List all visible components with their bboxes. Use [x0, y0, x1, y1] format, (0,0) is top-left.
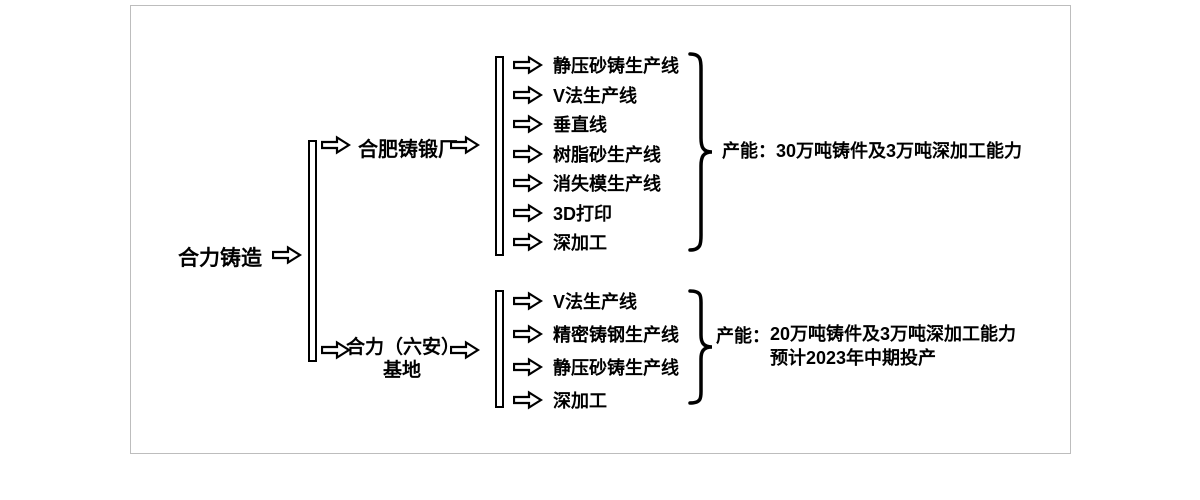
block-arrow-icon: [513, 144, 543, 164]
block-arrow-icon: [513, 390, 543, 410]
production-line-label: 深加工: [553, 233, 607, 253]
production-line-row: V法生产线: [513, 287, 637, 315]
branch-label-luan: 合力（六安） 基地: [346, 336, 461, 382]
production-line-label: 静压砂铸生产线: [553, 358, 679, 378]
production-line-row: 消失模生产线: [513, 169, 661, 197]
production-line-row: 3D打印: [513, 199, 612, 227]
production-line-row: 垂直线: [513, 110, 607, 138]
production-line-row: 树脂砂生产线: [513, 140, 661, 168]
production-line-label: 3D打印: [553, 204, 613, 224]
block-arrow-icon: [321, 135, 351, 155]
connector-bar: [495, 56, 504, 256]
production-line-row: 静压砂铸生产线: [513, 353, 679, 381]
production-line-label: 树脂砂生产线: [553, 145, 661, 165]
capacity-line1: 20万吨铸件及3万吨深加工能力: [770, 324, 1017, 344]
block-arrow-icon: [513, 114, 543, 134]
capacity-label: 产能：: [716, 326, 770, 346]
branch-label-hefei: 合肥铸锻厂: [358, 139, 458, 161]
block-arrow-icon: [513, 324, 543, 344]
capacity-text: 产能：30万吨铸件及3万吨深加工能力: [722, 141, 1023, 161]
connector-bar: [308, 140, 317, 362]
block-arrow-icon: [450, 135, 480, 155]
production-line-label: 静压砂铸生产线: [553, 56, 679, 76]
production-line-row: 精密铸钢生产线: [513, 320, 679, 348]
block-arrow-icon: [513, 173, 543, 193]
production-line-row: 深加工: [513, 228, 607, 256]
block-arrow-icon: [450, 340, 480, 360]
block-arrow-icon: [321, 340, 351, 360]
capacity-lines: 20万吨铸件及3万吨深加工能力 预计2023年中期投产: [770, 322, 1016, 370]
brace-icon: [686, 288, 714, 406]
block-arrow-icon: [513, 291, 543, 311]
block-arrow-icon: [513, 357, 543, 377]
root-label: 合力铸造: [178, 247, 262, 270]
production-line-label: 垂直线: [553, 115, 607, 135]
production-line-row: 静压砂铸生产线: [513, 51, 679, 79]
production-line-label: V法生产线: [553, 86, 638, 106]
production-line-label: 深加工: [553, 391, 607, 411]
production-line-label: V法生产线: [553, 292, 638, 312]
block-arrow-icon: [513, 55, 543, 75]
branch-label-line2: 基地: [382, 360, 421, 381]
brace-icon: [686, 50, 714, 254]
production-line-row: 深加工: [513, 386, 607, 414]
block-arrow-icon: [272, 245, 302, 265]
block-arrow-icon: [513, 85, 543, 105]
production-line-row: V法生产线: [513, 81, 637, 109]
production-line-label: 消失模生产线: [553, 174, 661, 194]
capacity-line2: 预计2023年中期投产: [770, 348, 937, 368]
block-arrow-icon: [513, 232, 543, 252]
capacity-text-group: 产能： 20万吨铸件及3万吨深加工能力 预计2023年中期投产: [716, 322, 1016, 370]
block-arrow-icon: [513, 203, 543, 223]
connector-bar: [495, 290, 504, 408]
diagram-frame: [130, 5, 1071, 454]
branch-label-line1: 合力（六安）: [346, 337, 461, 358]
production-line-label: 精密铸钢生产线: [553, 325, 679, 345]
